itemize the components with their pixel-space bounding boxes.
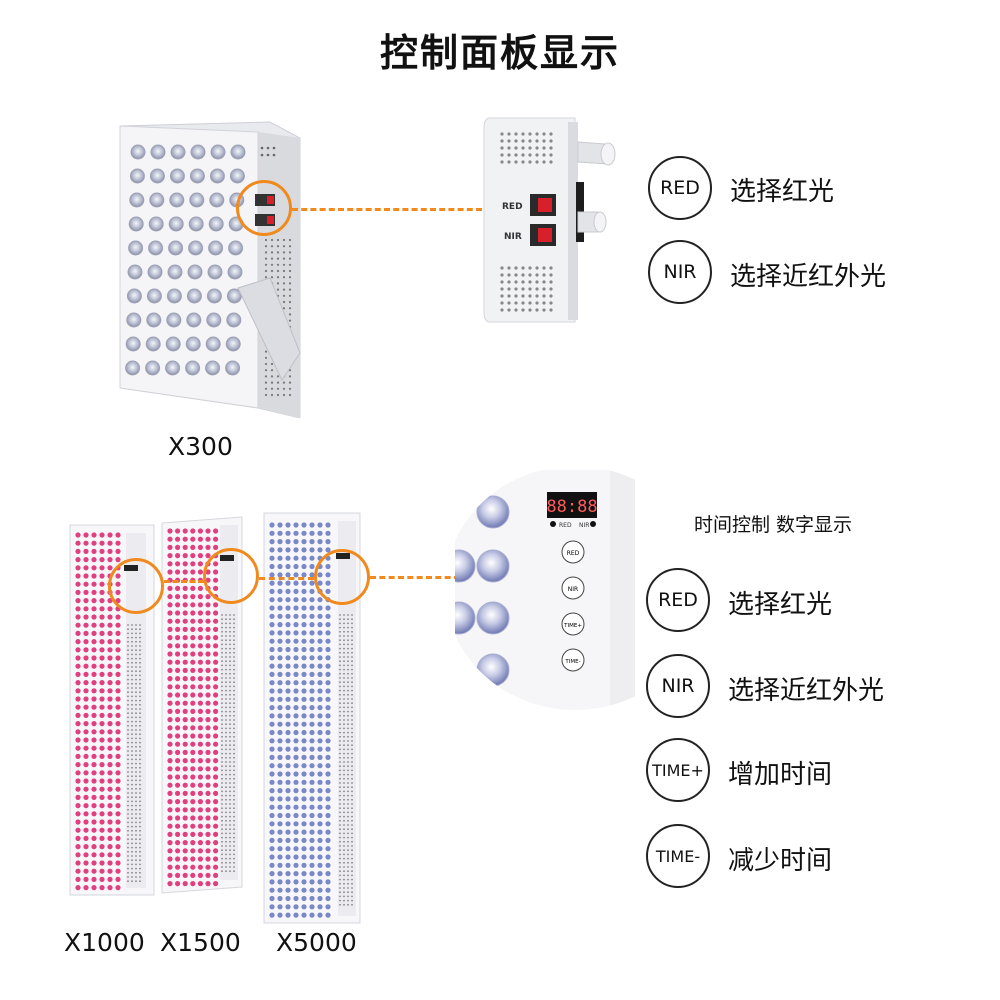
legend2-time-minus-text: 减少时间: [728, 846, 833, 876]
model-x1500-label: X1500: [160, 928, 241, 957]
indicator-red-label: RED: [559, 522, 572, 529]
connector-line-2: [259, 577, 314, 580]
legend-nir-badge: NIR: [648, 240, 712, 304]
legend-red-badge: RED: [648, 156, 712, 220]
legend2-time-plus-text: 增加时间: [728, 760, 833, 790]
panel-time-minus-button: TIME-: [564, 659, 580, 665]
page-title: 控制面板显示: [379, 31, 620, 75]
indicator-nir-label: NIR: [579, 522, 589, 529]
x5000-control-highlight: [314, 549, 370, 605]
panel-red-button: RED: [567, 550, 580, 557]
legend2-red-text: 选择红光: [728, 590, 833, 620]
connector-line-3: [370, 576, 460, 579]
legend-nir-text: 选择近红外光: [730, 262, 887, 292]
connector-line-1: [164, 580, 204, 583]
legend2-time-plus-badge: TIME+: [646, 738, 710, 802]
legend2-nir-text: 选择近红外光: [728, 676, 885, 706]
x300-control-highlight: [236, 180, 292, 236]
time-control-heading: 时间控制 数字显示: [694, 514, 853, 536]
panel-nir-button: NIR: [568, 586, 578, 593]
x1500-control-highlight: [203, 548, 259, 604]
model-x300-label: X300: [168, 432, 233, 461]
x300-device-illustration: [119, 121, 301, 418]
model-x1000-label: X1000: [64, 928, 145, 957]
zoom-nir-label: NIR: [504, 232, 522, 242]
legend2-red-badge: RED: [646, 568, 710, 632]
panel-time-plus-button: TIME+: [563, 623, 582, 629]
x300-connector-line: [292, 208, 482, 211]
x300-side-panel-zoom: RED NIR: [483, 117, 616, 323]
zoom-red-label: RED: [502, 202, 523, 212]
control-panel-zoom: 88:88 RED NIR RED NIR TIME+ TIME-: [455, 470, 635, 710]
model-x5000-label: X5000: [276, 928, 357, 957]
digital-display-readout: 88:88: [546, 497, 597, 517]
legend-red-text: 选择红光: [730, 177, 835, 207]
legend2-time-minus-badge: TIME-: [646, 824, 710, 888]
legend2-nir-badge: NIR: [646, 654, 710, 718]
x1000-control-highlight: [108, 558, 164, 614]
